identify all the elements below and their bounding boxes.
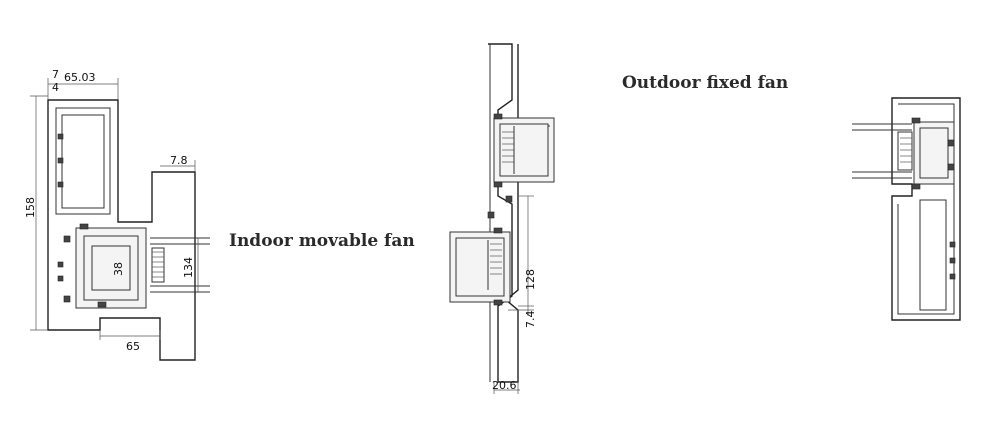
dim-128: 128: [524, 269, 537, 290]
right-profile: [852, 97, 961, 321]
dim-20-6: 20.6: [492, 379, 517, 392]
dim-158: 158: [24, 197, 37, 218]
dim-65: 65: [126, 340, 140, 353]
indoor-movable-fan-label: Indoor movable fan: [229, 231, 415, 251]
dim-65-03: 65.03: [64, 71, 96, 84]
outdoor-fixed-fan-label: Outdoor fixed fan: [622, 73, 788, 93]
dim-7-4: 7.4: [524, 311, 537, 329]
left-profile: [30, 78, 210, 361]
dim-4: 4: [52, 81, 59, 94]
dim-38: 38: [112, 262, 125, 276]
middle-profile: [449, 43, 555, 394]
dim-7: 7: [52, 68, 59, 81]
dim-7-8: 7.8: [170, 154, 188, 167]
dim-134: 134: [182, 257, 195, 278]
